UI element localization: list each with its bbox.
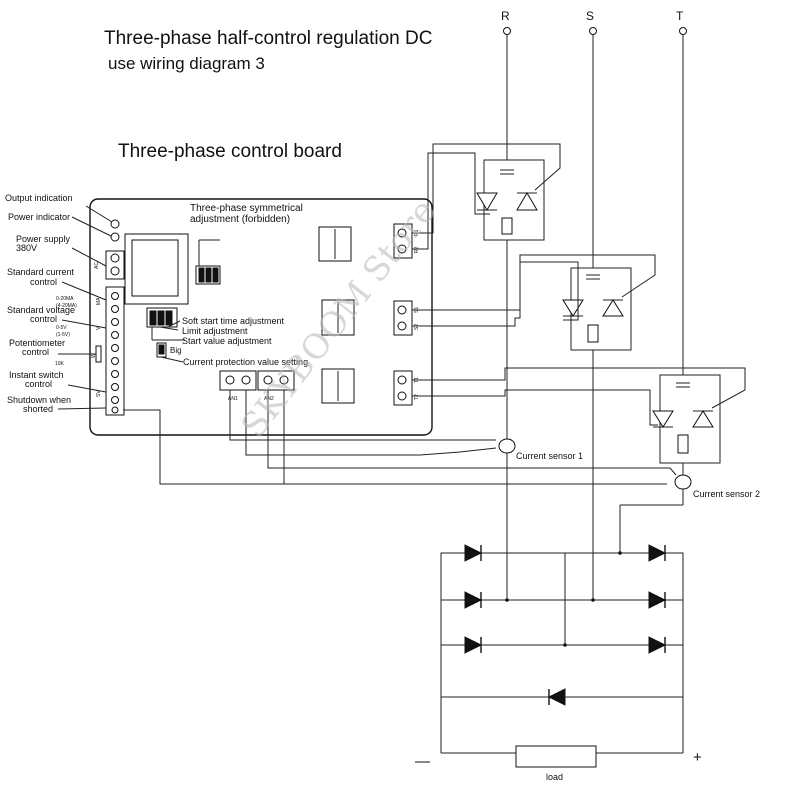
- rectifier-bridge: [440, 544, 684, 768]
- load-resistor: [515, 745, 597, 768]
- phase-t-label: T: [676, 9, 684, 23]
- standard-current-label: Standard current: [7, 267, 75, 277]
- diagram-title-line2: use wiring diagram 3: [108, 54, 265, 73]
- standard-voltage-label: Standard voltage: [7, 305, 75, 315]
- pot-value: 10K: [55, 361, 65, 367]
- minus-terminal: —: [415, 753, 430, 770]
- v-range-2: (1-5V): [56, 332, 70, 338]
- control-board: AC MA V W SV 0-20MA (4-20MA) 0-5V (1-5V)…: [55, 198, 433, 436]
- instant-switch-label-2: control: [25, 379, 52, 389]
- phase-r-label: R: [501, 9, 510, 23]
- thyristor-module-s: [562, 267, 632, 560]
- power-indicator-led: [110, 232, 120, 242]
- term-r2-label: R2: [414, 246, 420, 253]
- current-sensor-1: [498, 438, 516, 454]
- term-v-label: V: [96, 326, 102, 330]
- limit-adjustment-label: Limit adjustment: [182, 326, 248, 336]
- diagram-title-line1: Three-phase half-control regulation DC: [104, 28, 432, 49]
- term-an1-label: AN1: [228, 396, 238, 402]
- left-labels: Output indication Power indicator Power …: [5, 193, 75, 414]
- term-sv-label: SV: [96, 390, 102, 397]
- current-sensor-2-label: Current sensor 2: [693, 489, 760, 499]
- instant-switch-label: Instant switch: [9, 370, 64, 380]
- potentiometer-label-2: control: [22, 347, 49, 357]
- standard-voltage-label-2: control: [30, 314, 57, 324]
- term-ma-label: MA: [96, 297, 102, 305]
- leader-lines: [57, 205, 113, 410]
- current-protection-label: Current protection value setting: [183, 357, 308, 367]
- output-indication-label: Output indication: [5, 193, 73, 203]
- phase-t: T: [676, 9, 687, 375]
- phase-s-label: S: [586, 9, 594, 23]
- shutdown-label: Shutdown when: [7, 395, 71, 405]
- power-indicator-label: Power indicator: [8, 212, 70, 222]
- right-terminals: [393, 223, 413, 406]
- term-s2-label: S2: [414, 324, 420, 330]
- board-relays: [318, 226, 355, 404]
- current-sensor-1-label: Current sensor 1: [516, 451, 583, 461]
- term-w-label: W: [91, 353, 97, 358]
- ma-range-1: 0-20MA: [56, 296, 74, 302]
- load-label: load: [546, 772, 563, 782]
- output-indicator-led: [110, 219, 120, 229]
- v-range-1: 0-5V: [56, 325, 67, 331]
- left-terminal-block: [95, 250, 125, 416]
- symmetrical-adjustment-pots: [195, 239, 221, 285]
- term-t2-label: T2: [414, 394, 420, 400]
- big-label: Big: [170, 346, 182, 355]
- thyristor-module-r: [476, 159, 545, 560]
- current-sensor-wiring: [123, 390, 677, 485]
- bottom-terminals: [219, 370, 295, 391]
- soft-start-label: Soft start time adjustment: [182, 316, 285, 326]
- ma-range-2: (4-20MA): [56, 303, 77, 309]
- current-sensor-2: [674, 474, 692, 490]
- phase-r: R: [501, 9, 511, 160]
- term-ac-label: AC: [94, 262, 100, 269]
- term-an2-label: AN2: [264, 396, 274, 402]
- phase-s: S: [586, 9, 597, 268]
- board-title: Three-phase control board: [118, 141, 342, 162]
- start-value-label: Start value adjustment: [182, 336, 272, 346]
- symmetrical-label-1: Three-phase symmetrical: [190, 203, 303, 214]
- adjustment-pots: [146, 307, 185, 363]
- symmetrical-label-2: adjustment (forbidden): [190, 214, 290, 225]
- gate-wiring: [412, 143, 746, 426]
- potentiometer-label: Potentiometer: [9, 338, 65, 348]
- power-supply-voltage: 380V: [16, 243, 37, 253]
- plus-terminal: +: [693, 749, 702, 766]
- shutdown-label-2: shorted: [23, 404, 53, 414]
- standard-current-label-2: control: [30, 277, 57, 287]
- thyristor-module-t: [619, 374, 721, 553]
- power-supply-label: Power supply: [16, 234, 71, 244]
